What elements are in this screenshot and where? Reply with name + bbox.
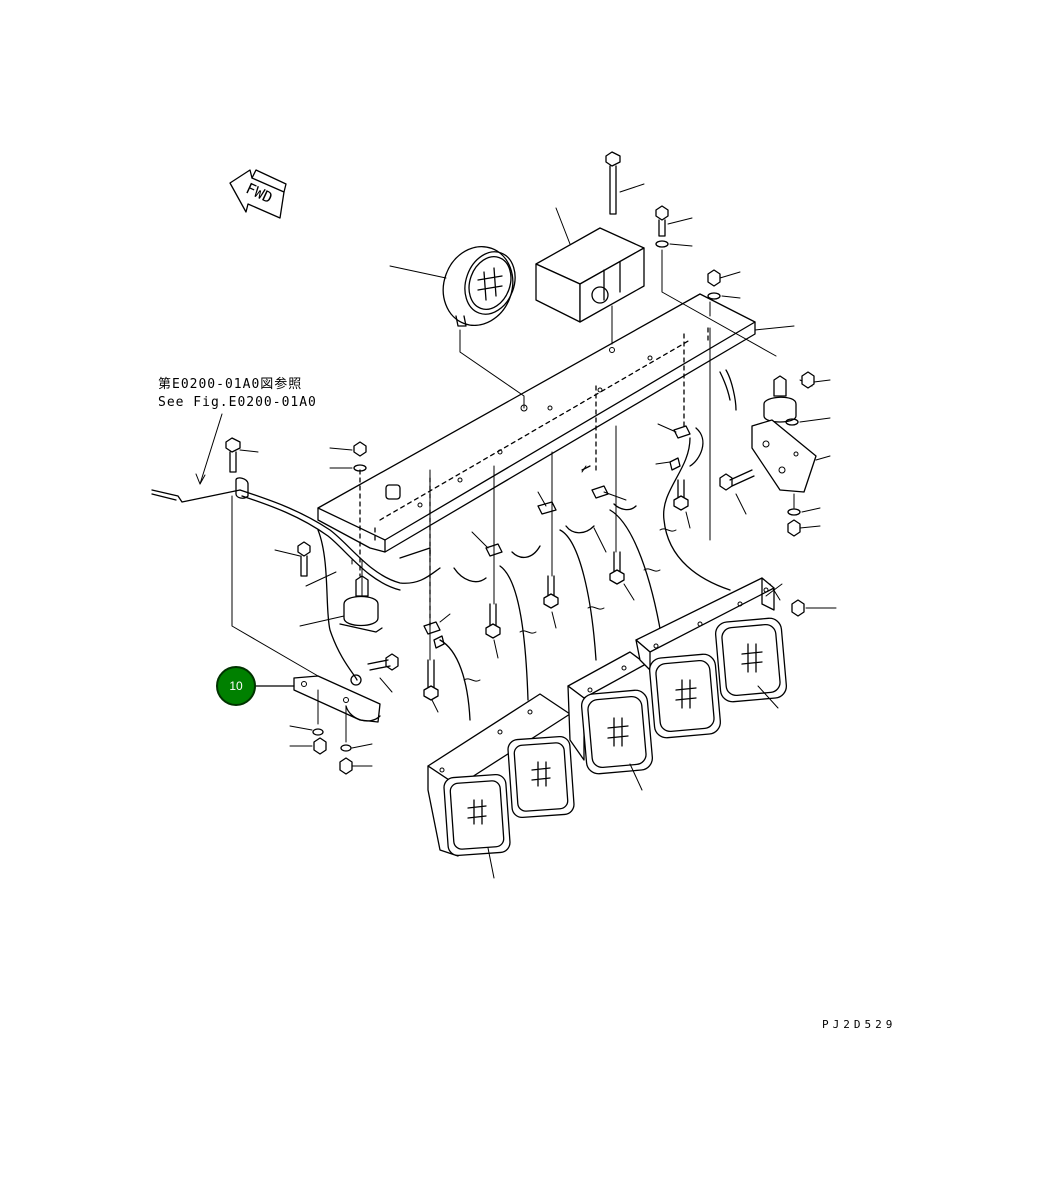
long-bolt	[605, 151, 645, 215]
wire-harness	[151, 477, 441, 681]
callout-10-number: 10	[229, 679, 243, 693]
bracket-part-10	[289, 675, 381, 775]
reference-note-jp: 第E0200-01A0図参照	[158, 376, 302, 392]
right-nut	[765, 583, 837, 617]
headlamp-pair-left	[427, 693, 575, 879]
reference-note: 第E0200-01A0図参照 See Fig.E0200-01A0	[158, 376, 317, 485]
headlamp-single	[567, 651, 654, 791]
right-hardware	[655, 205, 795, 357]
fwd-label: FWD	[243, 179, 275, 207]
lamp-mounting-frame	[317, 293, 756, 631]
right-rubber-mount	[719, 371, 831, 537]
drawing-code: PJ2D529	[822, 1018, 896, 1031]
fwd-arrow-icon: FWD	[229, 169, 287, 219]
work-lamp	[389, 246, 525, 409]
lamp-bolts	[423, 425, 691, 713]
lamp-wires	[439, 327, 737, 721]
wire-clips	[423, 423, 691, 649]
box-lamp	[535, 207, 645, 345]
callout-10[interactable]: 10	[216, 666, 295, 706]
frame-hardware	[329, 441, 367, 472]
callout-10-circle[interactable]	[216, 666, 256, 706]
left-rubber-mount	[225, 437, 399, 693]
reference-note-en: See Fig.E0200-01A0	[158, 395, 317, 410]
headlamp-pair-right	[635, 577, 788, 739]
